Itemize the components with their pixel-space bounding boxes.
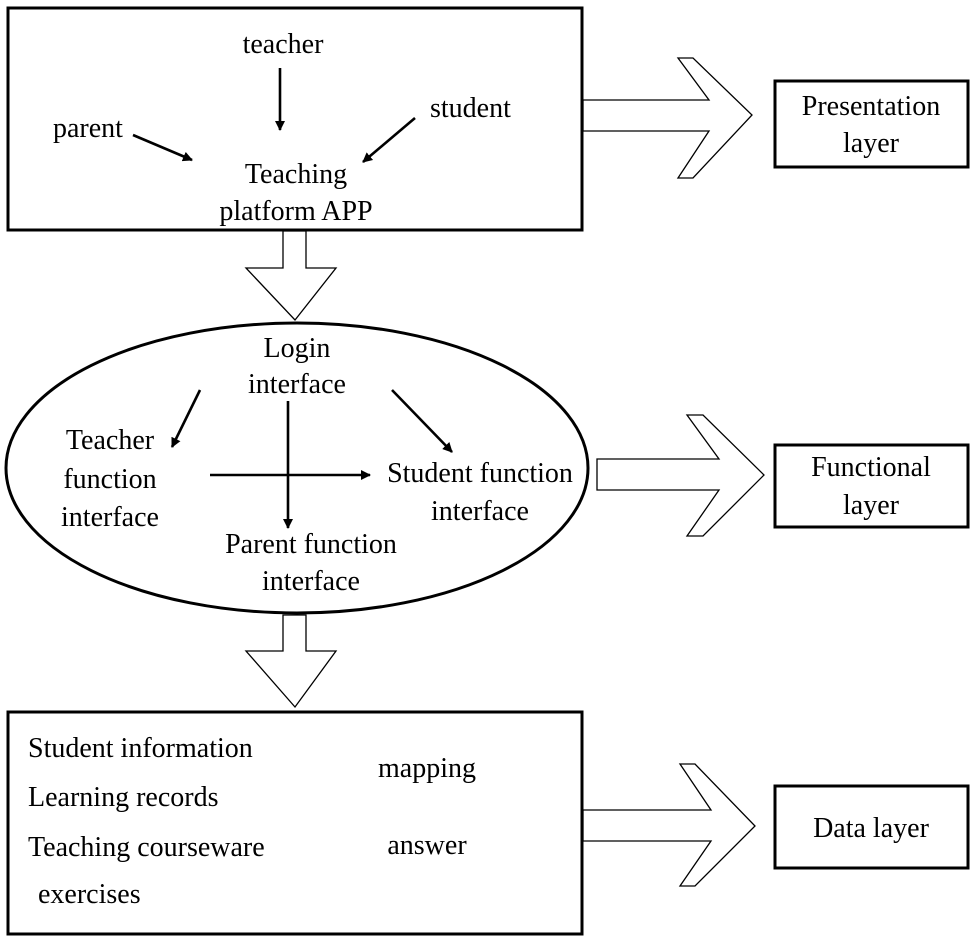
- presentation-to-layer-arrow: [582, 57, 753, 179]
- mapping-label: mapping: [378, 753, 476, 784]
- data-item: Learning records: [28, 782, 218, 813]
- login-to-student-arrow: [391, 389, 453, 453]
- data-item: exercises: [38, 879, 141, 910]
- student-label: student: [430, 93, 511, 124]
- student-function-line2: interface: [431, 496, 529, 527]
- functional-layer-box: [773, 443, 970, 529]
- presentation-layer-box: [773, 79, 970, 169]
- data-item: Teaching courseware: [28, 832, 265, 863]
- data-item: Student information: [28, 733, 253, 764]
- functional-to-data-arrow: [244, 614, 338, 709]
- teacher-label: teacher: [243, 29, 324, 60]
- parent-function-line2: interface: [262, 566, 360, 597]
- student-function-line1: Student function: [387, 458, 573, 489]
- student-arrow: [362, 117, 416, 163]
- presentation-layer-line2: layer: [843, 128, 900, 159]
- app-label-line2: platform APP: [219, 196, 372, 227]
- login-label-line2: interface: [248, 369, 346, 400]
- teacher-function-line1: Teacher: [66, 425, 155, 456]
- parent-arrow: [132, 133, 193, 162]
- data-layer-label: Data layer: [813, 813, 929, 844]
- presentation-to-functional-arrow: [244, 230, 338, 321]
- data-box: [6, 710, 584, 936]
- teacher-function-line2: function: [63, 464, 156, 495]
- parent-label: parent: [53, 113, 123, 144]
- data-to-layer-arrow: [582, 763, 756, 887]
- functional-ellipse: [4, 321, 590, 615]
- login-label-line1: Login: [264, 333, 331, 364]
- answer-label: answer: [387, 830, 467, 861]
- functional-layer-line1: Functional: [811, 452, 931, 483]
- data-layer-box: [773, 784, 970, 870]
- parent-function-line1: Parent function: [225, 529, 397, 560]
- teacher-function-line3: interface: [61, 502, 159, 533]
- presentation-box: [6, 6, 584, 232]
- presentation-layer-line1: Presentation: [802, 91, 940, 122]
- functional-to-layer-arrow: [596, 414, 765, 537]
- functional-layer-line2: layer: [843, 490, 900, 521]
- app-label-line1: Teaching: [245, 159, 347, 190]
- login-to-teacher-arrow: [170, 389, 202, 448]
